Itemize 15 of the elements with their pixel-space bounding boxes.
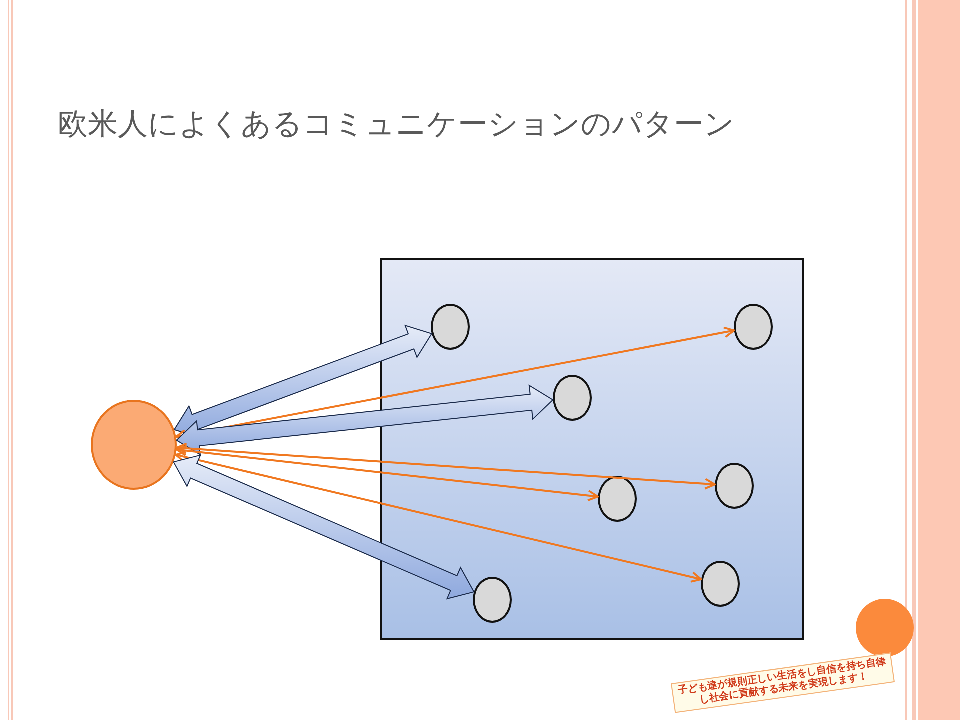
block-arrow bbox=[176, 384, 554, 456]
circle-node bbox=[701, 561, 740, 607]
arrow bbox=[175, 326, 736, 441]
block-arrow bbox=[172, 454, 475, 600]
arrow bbox=[176, 442, 716, 490]
arrow bbox=[176, 445, 600, 502]
group-box bbox=[380, 258, 804, 640]
circle-node bbox=[553, 375, 592, 421]
circle-node bbox=[598, 476, 637, 522]
slide-title: 欧米人によくあるコミュニケーションのパターン bbox=[58, 106, 735, 144]
arrow bbox=[174, 452, 702, 583]
circle-node bbox=[715, 463, 754, 509]
circle-node bbox=[473, 577, 512, 623]
circle-node bbox=[431, 304, 470, 350]
circle-node bbox=[734, 304, 773, 350]
